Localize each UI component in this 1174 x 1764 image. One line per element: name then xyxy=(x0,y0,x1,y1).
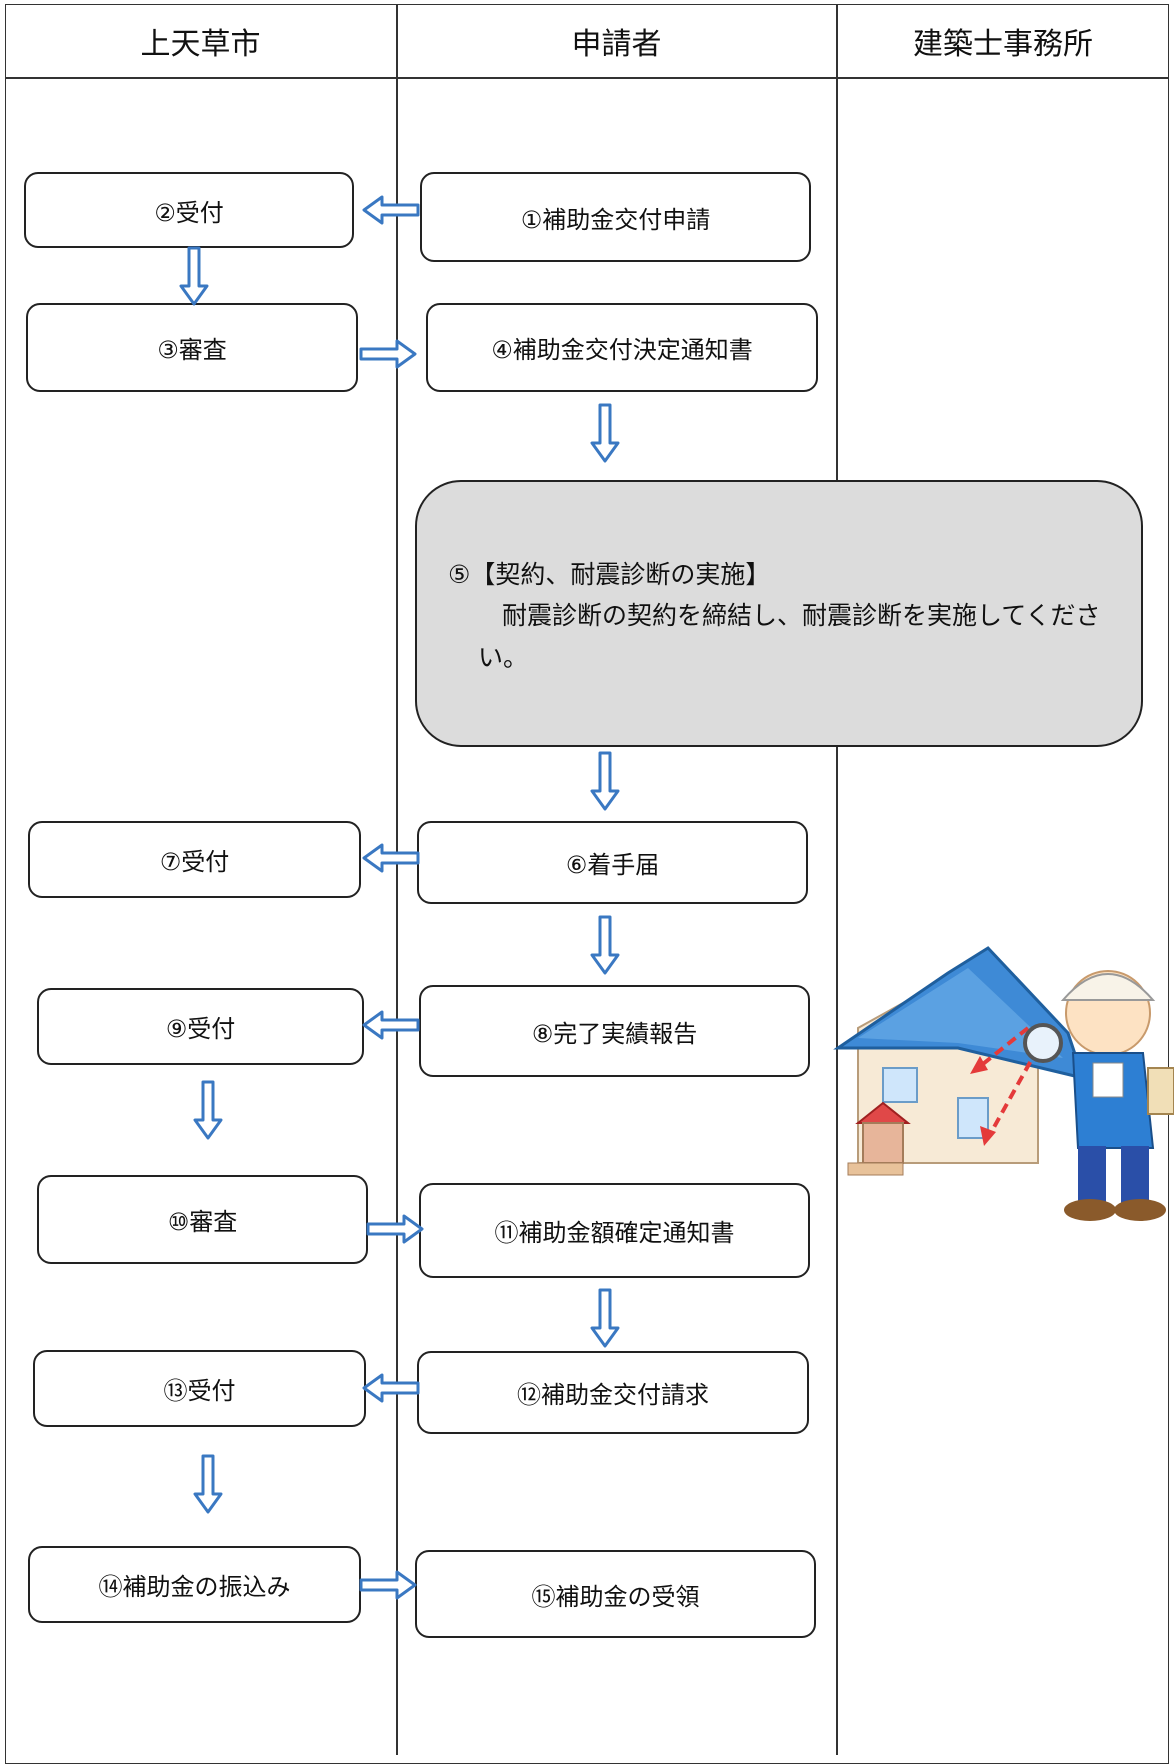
step-3-review: ③審査 xyxy=(26,303,358,392)
arrow-6-to-7 xyxy=(362,843,420,873)
arrow-12-to-13 xyxy=(362,1373,420,1403)
step-1-application: ①補助金交付申請 xyxy=(420,172,811,262)
arrow-8-to-9 xyxy=(362,1010,420,1040)
arrow-4-to-5 xyxy=(590,403,620,463)
arrow-11-to-12 xyxy=(590,1288,620,1348)
arrow-3-to-4 xyxy=(359,339,417,369)
arrow-5-to-6 xyxy=(590,751,620,811)
step-14-payment: ⑭補助金の振込み xyxy=(28,1546,361,1623)
step-8-completion-report: ⑧完了実績報告 xyxy=(419,985,810,1077)
arrow-13-to-14 xyxy=(193,1454,223,1514)
step-4-decision-notice: ④補助金交付決定通知書 xyxy=(426,303,818,392)
arrow-6-to-8 xyxy=(590,915,620,975)
lane-divider-2 xyxy=(836,4,838,1755)
lane-divider-1 xyxy=(396,4,398,1755)
arrow-2-to-3 xyxy=(179,246,209,306)
arrow-1-to-2 xyxy=(362,195,420,225)
step-5-title: ⑤【契約、耐震診断の実施】 xyxy=(448,560,771,589)
header-separator xyxy=(5,77,1169,79)
step-5-note-box xyxy=(415,480,1143,747)
step-2-reception: ②受付 xyxy=(24,172,354,248)
arrow-14-to-15 xyxy=(359,1570,417,1600)
step-12-payment-request: ⑫補助金交付請求 xyxy=(417,1351,809,1434)
header-applicant: 申請者 xyxy=(571,27,662,62)
step-10-review: ⑩審査 xyxy=(37,1175,368,1264)
arrow-9-to-10 xyxy=(193,1080,223,1140)
step-5-body: 耐震診断の契約を締結し、耐震診断を実施してください。 xyxy=(478,601,1101,672)
step-15-receipt: ⑮補助金の受領 xyxy=(415,1550,816,1638)
step-7-reception: ⑦受付 xyxy=(28,821,361,898)
step-11-amount-notice: ⑪補助金額確定通知書 xyxy=(419,1183,810,1278)
header-architect-office: 建築士事務所 xyxy=(913,27,1093,62)
inspector-house-illustration xyxy=(833,946,1174,1221)
step-13-reception: ⑬受付 xyxy=(33,1350,366,1427)
step-9-reception: ⑨受付 xyxy=(37,988,364,1065)
header-city: 上天草市 xyxy=(140,27,261,62)
step-6-start-notice: ⑥着手届 xyxy=(417,821,808,904)
arrow-10-to-11 xyxy=(366,1214,424,1244)
